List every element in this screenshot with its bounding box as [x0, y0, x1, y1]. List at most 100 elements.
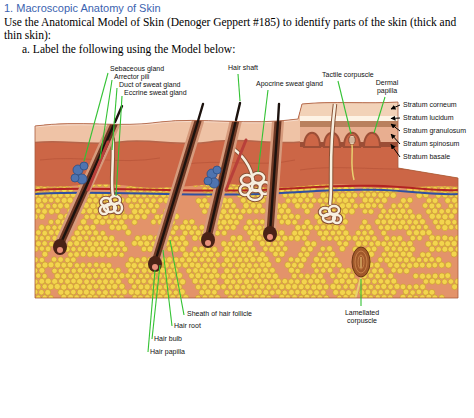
fat-cell — [251, 246, 256, 251]
fat-cell — [384, 246, 390, 252]
hair-shafts — [278, 104, 279, 121]
fat-cell — [362, 230, 367, 235]
fat-cell — [116, 290, 122, 296]
fat-cell — [45, 235, 50, 240]
fat-cell — [343, 284, 348, 289]
apocrine-sweat-gland — [230, 146, 270, 200]
fat-cell — [215, 252, 220, 257]
fat-cell — [439, 273, 445, 279]
fat-cell — [54, 283, 60, 289]
fat-cell — [263, 267, 269, 273]
fat-cell — [282, 246, 287, 251]
fat-cell — [243, 225, 249, 231]
fat-cell — [339, 246, 345, 252]
fat-cell — [397, 268, 403, 274]
fat-cell — [212, 247, 218, 253]
thin-epidermis — [30, 95, 300, 144]
fat-cell — [243, 246, 249, 252]
fat-cell — [375, 198, 380, 203]
fat-cell — [336, 284, 341, 289]
fat-cell — [247, 208, 253, 214]
fat-cell — [61, 294, 67, 300]
fat-cell — [212, 257, 217, 262]
fat-cell — [29, 208, 35, 214]
fat-cell — [71, 246, 76, 251]
dermal-papillae — [304, 133, 320, 147]
fat-cell — [106, 295, 112, 301]
fat-cell — [384, 289, 389, 294]
fat-cell — [167, 279, 172, 284]
fat-cell — [455, 170, 461, 176]
fat-cell — [451, 251, 457, 257]
leader-lines — [84, 73, 108, 161]
fat-cell — [381, 197, 387, 203]
fat-cell — [39, 236, 44, 241]
fat-cell — [375, 295, 380, 300]
fat-cell — [426, 262, 432, 268]
fat-cell — [148, 202, 154, 208]
fat-cell — [240, 241, 246, 247]
fat-cell — [96, 268, 101, 273]
fat-cell — [97, 246, 102, 251]
fat-cell — [36, 241, 42, 247]
leader-lines — [238, 74, 240, 101]
tactile-corpuscle — [352, 145, 354, 181]
fat-cell — [292, 295, 298, 301]
fat-cell — [368, 197, 374, 203]
fat-cell — [134, 214, 140, 220]
fat-cell — [128, 268, 134, 274]
fat-cell — [266, 273, 272, 279]
fat-cell — [452, 284, 458, 290]
fat-cell — [112, 283, 118, 289]
fat-cell — [51, 257, 56, 262]
fat-cell — [90, 214, 96, 220]
fat-cell — [295, 289, 300, 294]
fat-cell — [113, 241, 118, 246]
fat-cell — [308, 192, 314, 198]
fat-cell — [189, 252, 194, 257]
fat-cell — [144, 241, 150, 247]
fat-cell — [46, 204, 51, 209]
part-label: Tactile corpuscle — [322, 71, 374, 79]
fat-cell — [311, 198, 316, 203]
part-label: Stratum lucidum — [403, 114, 454, 122]
fat-cell — [365, 235, 371, 241]
fat-cell — [301, 257, 307, 263]
heading: 1. Macroscopic Anatomy of Skin — [4, 2, 161, 15]
fat-cell — [369, 230, 375, 236]
fat-cell — [365, 278, 371, 284]
fat-cell — [401, 263, 406, 268]
fat-cell — [154, 214, 160, 220]
fat-cell — [192, 278, 198, 284]
fat-cell — [74, 283, 80, 289]
fat-cell — [436, 214, 442, 220]
fat-cell — [68, 252, 73, 257]
fat-cell — [199, 278, 205, 284]
fat-cell — [173, 246, 179, 252]
fat-cell — [237, 278, 243, 284]
fat-cell — [458, 165, 464, 171]
fat-cell — [436, 247, 442, 253]
fat-cell — [305, 274, 310, 279]
fat-cell — [129, 203, 135, 209]
fat-cell — [458, 176, 464, 182]
fat-cell — [369, 241, 374, 246]
fat-cell — [419, 219, 425, 225]
fat-cell — [286, 198, 291, 203]
fat-cell — [330, 284, 336, 290]
fat-cell — [449, 213, 455, 219]
fat-cell — [365, 289, 371, 295]
fat-cell — [407, 263, 413, 269]
lamellated-corpuscle — [352, 247, 370, 277]
fat-cell — [279, 251, 285, 257]
fat-cell — [180, 224, 186, 230]
fat-cell — [167, 257, 173, 263]
fat-cell — [317, 252, 322, 257]
fat-cell — [125, 197, 131, 203]
apocrine-sweat-gland — [230, 146, 270, 200]
fat-cell — [420, 230, 426, 236]
fat-cell — [275, 289, 281, 295]
fat-cell — [45, 225, 50, 230]
fat-cell — [30, 187, 35, 192]
fat-cell — [445, 262, 451, 268]
